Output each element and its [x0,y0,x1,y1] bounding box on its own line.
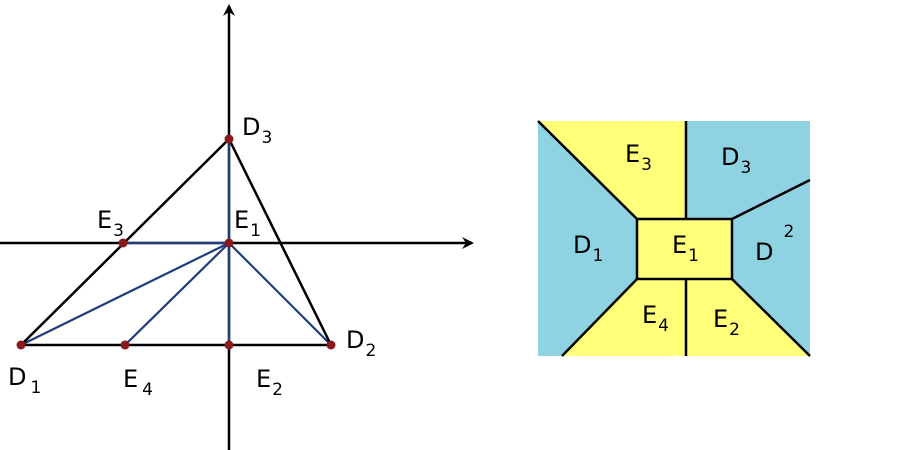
boundary-diag-bl [561,278,638,357]
vertex-d2 [326,340,336,350]
label-d2: D2 [346,326,376,361]
label-e3: E3 [97,206,124,241]
edge-e1-d2 [228,242,332,346]
inner-edges [20,139,332,346]
vertex-e4 [120,340,130,350]
region-boundaries [537,120,811,357]
edge-d1-e1 [20,242,230,346]
label-e2: E2 [256,365,283,400]
vertex-d1 [16,340,26,350]
label-d3: D3 [242,113,272,148]
edge-e4-e1 [124,242,230,346]
vertex-e1 [224,238,234,248]
region-d2 [732,180,810,356]
region-label-d2: D2 [755,222,794,266]
region-e1 [637,219,732,279]
region-label-d3: D3 [721,143,751,178]
region-label-e3: E3 [625,140,652,175]
right-diagram: E3 D3 D1 E1 D2 E4 E2 [537,120,811,357]
vertices [16,134,336,350]
region-e3 [538,121,686,219]
boundary-diag-tl [537,120,638,220]
label-e1: E1 [234,206,261,241]
vertex-d3 [224,134,234,144]
region-label-e2: E2 [713,305,740,340]
boundary-diag-br [731,278,811,357]
region-label-e1: E1 [672,231,699,266]
region-label-d1: D1 [573,231,603,266]
region-e2 [686,279,810,356]
boundary-center-box [635,217,734,281]
region-d1 [538,121,637,356]
vertex-e3 [118,238,128,248]
vertex-e2 [224,340,234,350]
boundary-diag-tr [731,178,811,221]
region-label-e4: E4 [642,301,669,336]
region-e4 [562,279,686,356]
